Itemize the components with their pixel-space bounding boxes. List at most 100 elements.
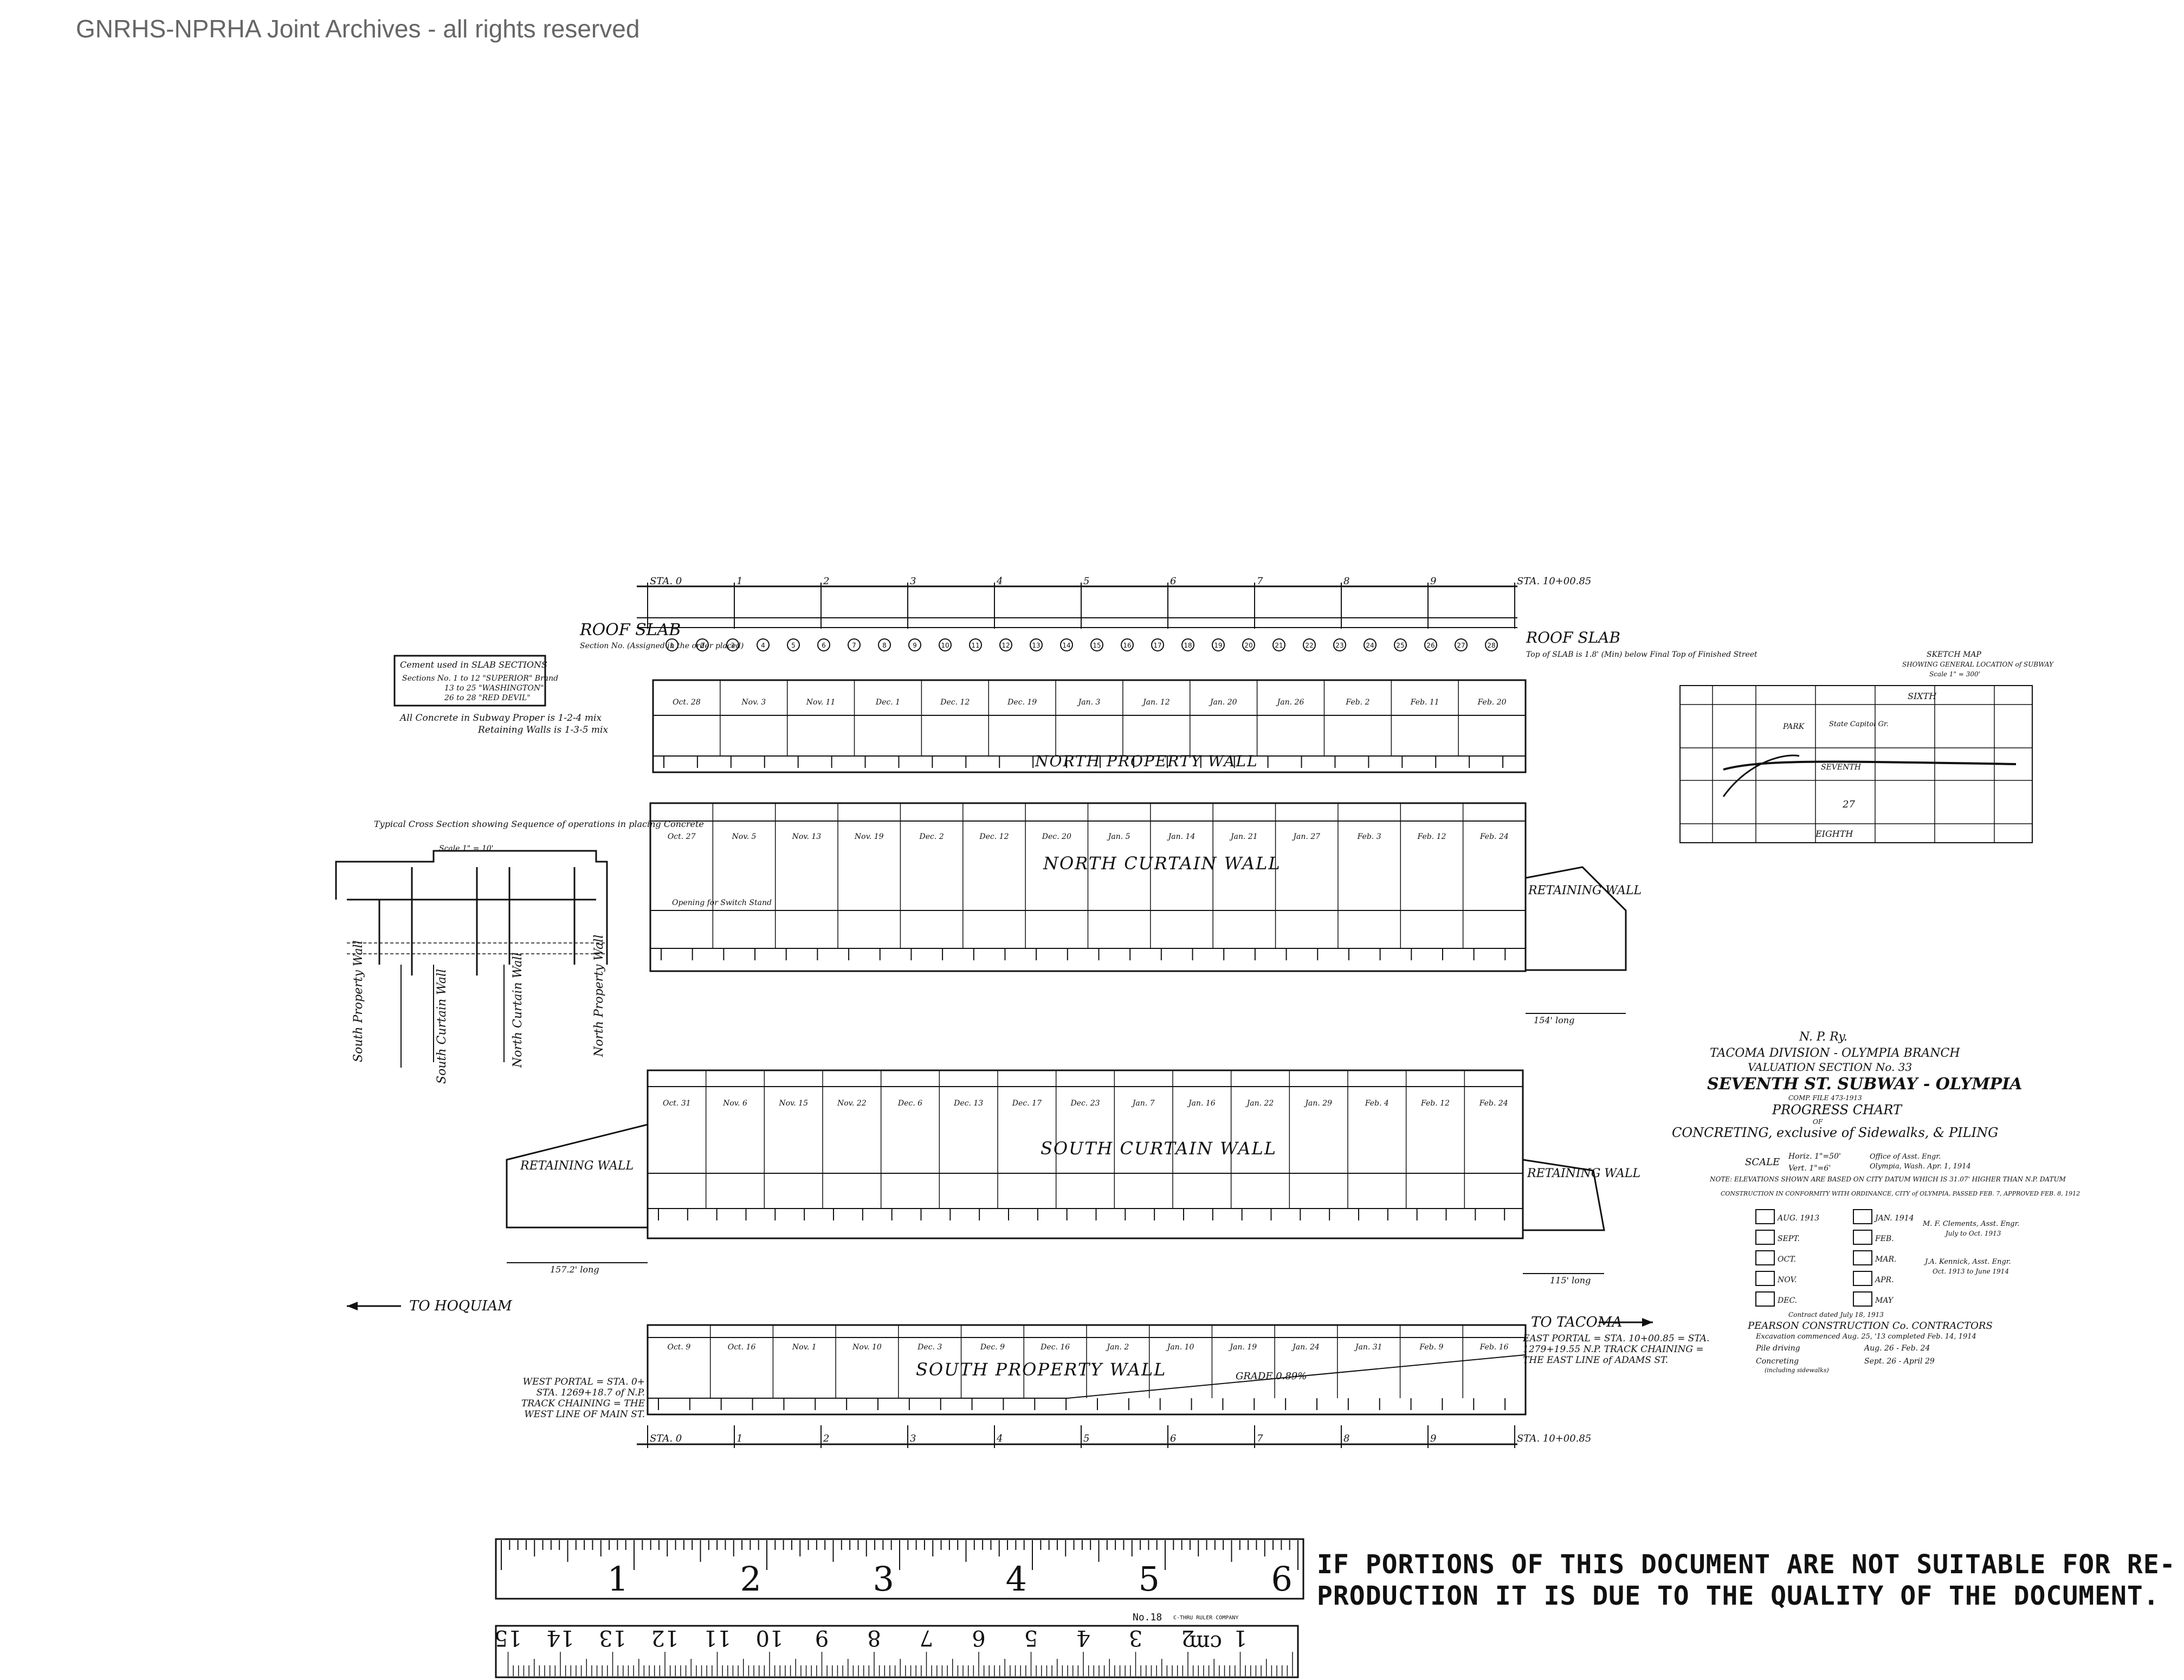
map-street-sixth: SIXTH: [1908, 691, 1937, 701]
top-station-label: 2: [823, 576, 829, 587]
contractor-name: PEARSON CONSTRUCTION Co. CONTRACTORS: [1747, 1320, 1993, 1332]
railway-name: N. P. Ry.: [1799, 1030, 1847, 1044]
bottom-station-label: 6: [1170, 1433, 1176, 1444]
map-block-27: 27: [1842, 799, 1855, 810]
north-property-pour-date: Nov. 3: [741, 698, 766, 707]
quality-notice-line2: PRODUCTION IT IS DUE TO THE QUALITY OF T…: [1317, 1581, 2160, 1611]
south-curtain-pour-date: Jan. 16: [1187, 1099, 1216, 1108]
title-block: N. P. Ry. TACOMA DIVISION - OLYMPIA BRAN…: [1672, 1030, 2080, 1374]
cement-heading: Cement used in SLAB SECTIONS: [400, 660, 547, 670]
legend-month-label: NOV.: [1777, 1276, 1797, 1284]
division-name: TACOMA DIVISION - OLYMPIA BRANCH: [1710, 1046, 1960, 1060]
top-station-label: 8: [1343, 576, 1349, 587]
slab-section-circle: [665, 638, 679, 651]
pile-driving-dates: Aug. 26 - Feb. 24: [1863, 1344, 1930, 1353]
cross-label-south-curtain: South Curtain Wall: [435, 969, 449, 1084]
slab-section-number: 11: [971, 642, 979, 649]
cm-number: 4: [1076, 1625, 1090, 1650]
typical-cross-section: Typical Cross Section showing Sequence o…: [335, 819, 704, 1084]
inch-number: 2: [740, 1559, 761, 1599]
north-property-pour-date: Nov. 11: [806, 698, 836, 707]
slab-section-circle: [1485, 638, 1498, 651]
elevation-note: NOTE: ELEVATIONS SHOWN ARE BASED ON CITY…: [1709, 1175, 2066, 1183]
south-grade-label: GRADE 0.89%: [1236, 1371, 1307, 1382]
switch-stand-opening: Opening for Switch Stand: [672, 899, 772, 907]
ruler-maker: C-THRU RULER COMPANY: [1173, 1615, 1238, 1621]
valuation-section: VALUATION SECTION No. 33: [1748, 1061, 1912, 1074]
north-curtain-pour-date: Jan. 21: [1229, 832, 1258, 841]
south-property-wall-label: SOUTH PROPERTY WALL: [916, 1359, 1166, 1380]
bottom-station-label: STA. 0: [650, 1433, 682, 1444]
roof-slab-label: ROOF SLAB: [579, 621, 681, 639]
legend-month-swatch: [1755, 1250, 1775, 1265]
slab-section-number: 27: [1457, 642, 1465, 649]
cross-label-north-curtain: North Curtain Wall: [511, 952, 525, 1068]
slab-section-number: 24: [1366, 642, 1374, 649]
slab-section-circle: [908, 638, 921, 651]
north-curtain-pour-date: Jan. 14: [1167, 832, 1196, 841]
south-curtain-pour-date: Feb. 12: [1420, 1099, 1450, 1108]
legend-month-label: AUG. 1913: [1776, 1214, 1819, 1223]
concrete-mix-note1: All Concrete in Subway Proper is 1-2-4 m…: [399, 713, 602, 723]
slab-section-number: 7: [852, 642, 856, 649]
slab-section-number: 12: [1001, 642, 1010, 649]
north-property-pour-date: Feb. 11: [1410, 698, 1439, 707]
north-property-pour-date: Jan. 12: [1141, 698, 1170, 707]
concreting-label: Concreting: [1756, 1357, 1799, 1366]
slab-section-number: 6: [822, 642, 826, 649]
slab-section-number: 23: [1335, 642, 1343, 649]
engineer-2: J.A. Kennick, Asst. Engr.: [1923, 1258, 2011, 1266]
legend-month-swatch: [1755, 1291, 1775, 1307]
north-curtain-pour-date: Feb. 24: [1479, 832, 1509, 841]
scale-vertical: Vert. 1"=6': [1788, 1164, 1831, 1173]
top-station-label: 9: [1430, 576, 1436, 587]
top-station-label: 7: [1257, 576, 1263, 587]
cm-number: 15: [494, 1625, 522, 1650]
slab-section-circle: [1212, 638, 1225, 651]
south-curtain-pour-date: Dec. 6: [897, 1099, 922, 1108]
retaining-wall-se-length: 115' long: [1550, 1275, 1591, 1285]
cm-number: 7: [920, 1625, 933, 1650]
cm-number: 11: [703, 1625, 731, 1650]
slab-section-circle: [1424, 638, 1437, 651]
construction-note: CONSTRUCTION IN CONFORMITY WITH ORDINANC…: [1721, 1190, 2080, 1197]
south-curtain-pour-date: Feb. 4: [1365, 1099, 1389, 1108]
north-property-pour-date: Oct. 28: [673, 698, 701, 707]
legend-month-label: APR.: [1874, 1276, 1894, 1284]
concrete-mix-note2: Retaining Walls is 1-3-5 mix: [477, 725, 608, 735]
sketch-map-title: SKETCH MAP: [1927, 650, 1981, 659]
bottom-station-label: 4: [996, 1433, 1003, 1444]
legend-month-swatch: [1853, 1230, 1872, 1245]
south-property-pour-date: Nov. 1: [792, 1343, 817, 1352]
ruler-cm-unit: cm: [1190, 1630, 1222, 1655]
legend-month-label: MAR.: [1875, 1255, 1896, 1264]
quality-notice-line1: IF PORTIONS OF THIS DOCUMENT ARE NOT SUI…: [1317, 1549, 2176, 1580]
south-property-pour-date: Jan. 24: [1291, 1343, 1320, 1352]
south-property-pour-date: Dec. 16: [1040, 1343, 1070, 1352]
south-curtain-pour-date: Dec. 13: [953, 1099, 983, 1108]
south-property-pour-date: Feb. 16: [1479, 1343, 1509, 1352]
slab-section-circle: [939, 638, 952, 651]
slab-section-number: 26: [1426, 642, 1435, 649]
south-curtain-pour-date: Jan. 22: [1245, 1099, 1274, 1108]
cross-section-scale: Scale 1" = 10': [439, 844, 494, 853]
south-property-pour-date: Dec. 3: [917, 1343, 942, 1352]
slab-section-circle: [1303, 638, 1316, 651]
quality-notice: IF PORTIONS OF THIS DOCUMENT ARE NOT SUI…: [1317, 1549, 2176, 1612]
slab-section-circle: [848, 638, 861, 651]
legend-month-swatch: [1755, 1230, 1775, 1245]
map-block-capitol: State Capitol Gr.: [1829, 720, 1889, 728]
slab-section-number: 19: [1214, 642, 1222, 649]
south-curtain-pour-date: Nov. 6: [722, 1099, 747, 1108]
north-curtain-pour-date: Feb. 12: [1417, 832, 1446, 841]
legend-month-swatch: [1755, 1271, 1775, 1286]
legend-month-label: SEPT.: [1778, 1235, 1800, 1243]
legend-month-swatch: [1755, 1209, 1775, 1224]
chart-title: PROGRESS CHART: [1772, 1102, 1903, 1117]
north-property-pour-date: Dec. 19: [1007, 698, 1037, 707]
cement-line2: 13 to 25 "WASHINGTON": [444, 684, 544, 693]
slab-section-number: 17: [1153, 642, 1161, 649]
bottom-station-label: 3: [910, 1433, 916, 1444]
